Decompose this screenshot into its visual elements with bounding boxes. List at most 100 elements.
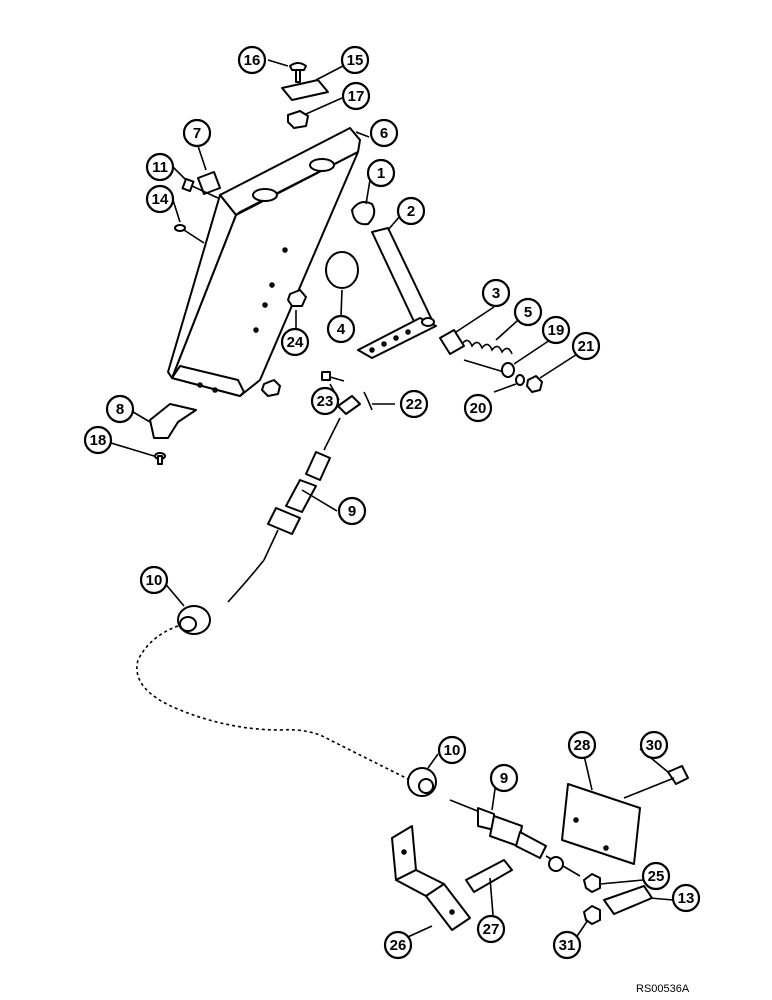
part-nut-24 [287, 289, 307, 307]
callout-10: 10 [139, 565, 169, 595]
callout-24: 24 [280, 327, 310, 357]
callout-25: 25 [641, 861, 671, 891]
callout-circle [396, 196, 426, 226]
callout-14: 14 [145, 184, 175, 214]
callout-circle [145, 184, 175, 214]
callout-16: 16 [237, 45, 267, 75]
callout-30: 30 [639, 730, 669, 760]
part-bolt-14 [174, 224, 205, 244]
part-grommet-10-upper [177, 605, 211, 635]
callout-circle [437, 735, 467, 765]
part-nut-31 [583, 905, 601, 925]
callout-1: 1 [366, 158, 396, 188]
callout-number: 19 [548, 322, 565, 339]
callout-number: 11 [152, 159, 168, 176]
callout-circle [341, 81, 371, 111]
plate-hole [573, 817, 579, 823]
callout-number: 22 [406, 396, 423, 413]
part-washer-19 [501, 362, 515, 378]
callout-2: 2 [396, 196, 426, 226]
parts-artwork [136, 62, 689, 931]
callout-circle [476, 914, 506, 944]
part-pad-1 [351, 201, 376, 226]
callout-circle [369, 118, 399, 148]
part-plate-28 [561, 783, 641, 865]
part-nut-24b [261, 379, 281, 397]
callout-circle [571, 331, 601, 361]
callout-19: 19 [541, 315, 571, 345]
part-clevis-13 [603, 885, 653, 915]
part-bolt-11 [181, 177, 219, 199]
callout-number: 24 [287, 334, 304, 351]
callout-number: 16 [244, 52, 261, 69]
callout-circle [139, 565, 169, 595]
callout-number: 21 [578, 338, 595, 355]
callout-number: 30 [646, 737, 663, 754]
callout-number: 4 [337, 321, 346, 338]
callout-circle [639, 730, 669, 760]
callout-10: 10 [437, 735, 467, 765]
callout-number: 17 [348, 88, 365, 105]
cable-routing-path [136, 625, 411, 781]
callout-9: 9 [489, 763, 519, 793]
callout-number: 5 [524, 304, 532, 321]
part-pin-22 [363, 391, 373, 411]
callout-number: 31 [559, 937, 576, 954]
part-lockwasher-20 [515, 374, 525, 386]
callout-4: 4 [326, 314, 356, 344]
callout-number: 23 [317, 393, 334, 410]
callout-5: 5 [513, 297, 543, 327]
drawing-code: RS00536A [636, 983, 690, 995]
callout-circle [182, 118, 212, 148]
callout-circle [541, 315, 571, 345]
callout-circle [366, 158, 396, 188]
callout-number: 28 [574, 737, 591, 754]
callout-circle [641, 861, 671, 891]
callout-9: 9 [337, 496, 367, 526]
callout-circle [513, 297, 543, 327]
part-bushing-27 [465, 859, 513, 893]
callout-6: 6 [369, 118, 399, 148]
callout-20: 20 [463, 393, 493, 423]
callout-circle [83, 425, 113, 455]
callout-number: 7 [193, 125, 201, 142]
callout-circle [237, 45, 267, 75]
part-bolt-23 [321, 371, 345, 382]
part-nut-21 [526, 375, 543, 393]
callout-number: 8 [116, 401, 124, 418]
callout-17: 17 [341, 81, 371, 111]
callout-circle [326, 314, 356, 344]
callout-number: 25 [648, 868, 665, 885]
callout-number: 6 [380, 125, 388, 142]
callout-18: 18 [83, 425, 113, 455]
callout-15: 15 [340, 45, 370, 75]
callout-28: 28 [567, 730, 597, 760]
callout-circle [481, 278, 511, 308]
part-pedal-arm-2 [357, 227, 437, 359]
callout-number: 18 [90, 432, 107, 449]
part-cable-9-lower [449, 799, 581, 877]
callout-number: 27 [483, 921, 500, 938]
callout-31: 31 [552, 930, 582, 960]
callout-number: 1 [377, 165, 385, 182]
callout-circle [310, 386, 340, 416]
callout-number: 9 [348, 503, 356, 520]
callout-3: 3 [481, 278, 511, 308]
callout-circle [280, 327, 310, 357]
part-screw-16 [289, 62, 307, 83]
part-clevis [337, 395, 361, 415]
callout-circle [671, 883, 701, 913]
part-grommet-10-lower [407, 767, 437, 797]
callout-number: 13 [678, 890, 695, 907]
callout-circle [463, 393, 493, 423]
callout-number: 14 [152, 191, 169, 208]
part-nut-17 [287, 110, 309, 129]
callout-number: 20 [470, 400, 487, 417]
part-bolt-30 [623, 765, 689, 799]
callout-circle [567, 730, 597, 760]
part-cable-9-upper [227, 417, 341, 603]
callout-number: 3 [492, 285, 500, 302]
callout-27: 27 [476, 914, 506, 944]
